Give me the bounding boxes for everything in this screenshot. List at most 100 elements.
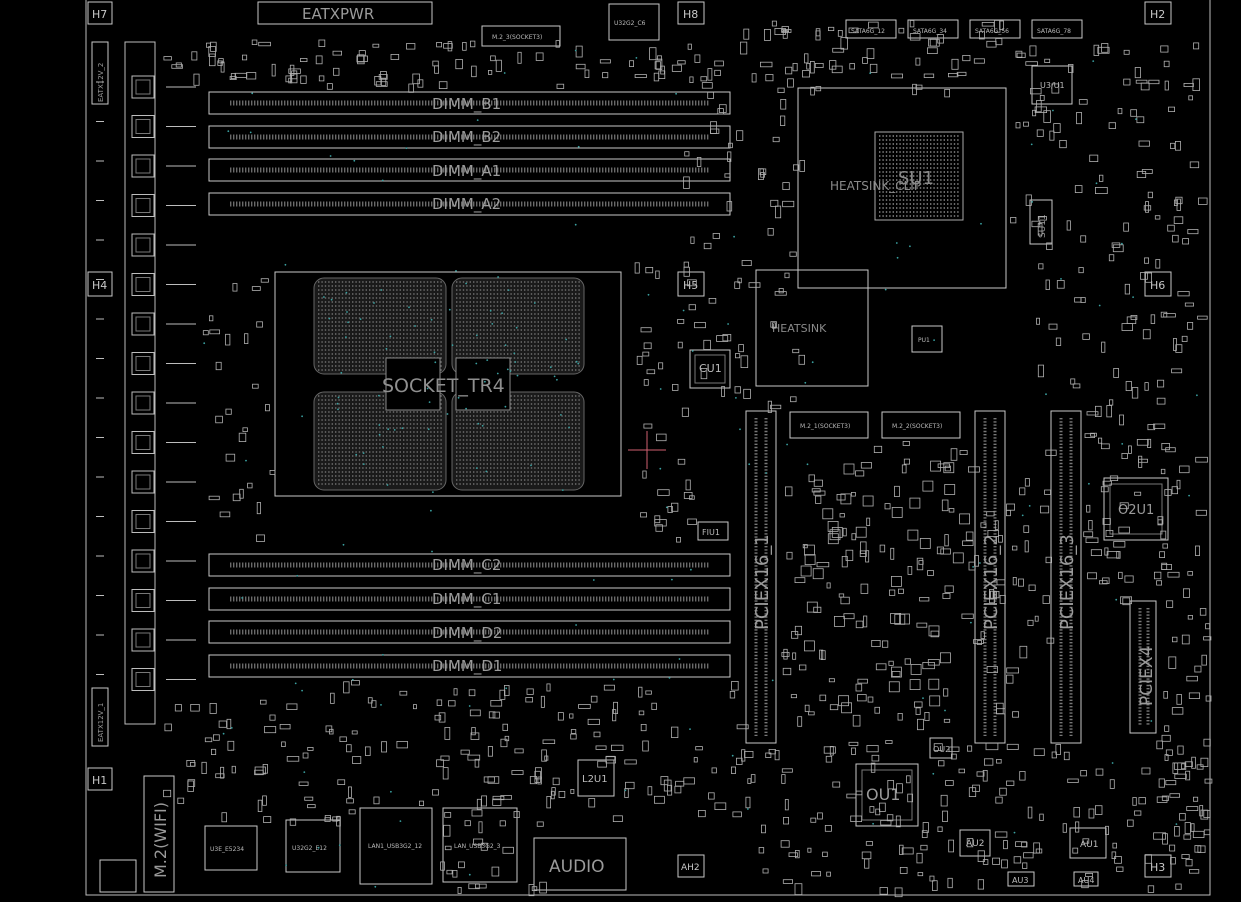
capacitor [891,666,902,678]
au3-label: AU3 [1012,876,1028,885]
via [351,678,354,681]
passive-part [985,742,999,751]
via [922,697,924,699]
passive-part [412,73,420,85]
pciex16-1-slot: PCIEX16_1 [745,410,777,744]
passive-part [981,21,995,27]
passive-part [740,355,749,368]
passive-part [1130,314,1138,320]
passive-part [782,200,795,208]
passive-part [889,589,896,596]
capacitor [891,576,902,587]
passive-part [1036,129,1044,137]
passive-part [1165,780,1177,786]
sata-78-label: SATA6G_78 [1037,28,1071,35]
passive-part [535,52,544,61]
eatx12v1-connector [91,687,109,747]
capacitor [800,565,812,577]
passive-part [1175,344,1183,353]
fiu1-label: FIU1 [702,528,720,537]
via [203,342,206,345]
passive-part [256,321,263,328]
passive-part [286,703,298,710]
passive-part [247,482,253,489]
passive-part [866,745,879,753]
passive-part [780,840,790,848]
passive-part [972,784,980,792]
passive-part [242,427,248,432]
vrm-inductor-core [135,395,151,411]
passive-part [570,729,577,734]
passive-part [1068,64,1074,73]
capacitor [822,508,834,520]
passive-part [724,173,731,178]
passive-part [1022,862,1028,869]
capacitor [894,613,906,625]
passive-part [408,83,414,93]
passive-part [980,631,985,639]
passive-part [624,759,637,765]
capacitor [843,463,855,475]
via [448,308,451,311]
passive-part [986,666,998,673]
via [405,147,408,150]
via [475,467,478,469]
via [382,446,384,448]
passive-part [517,51,522,64]
capacitor [944,484,956,495]
via [506,368,509,371]
vrm-inductor-core [135,79,151,95]
passive-part [647,786,653,796]
passive-part [920,844,928,851]
passive-part [1123,49,1130,55]
passive-part [1109,399,1114,406]
passive-part [163,56,172,61]
passive-part [495,59,502,72]
passive-part [849,63,855,70]
passive-part [866,48,875,60]
via-dots [203,49,1198,888]
via [553,375,556,378]
via [568,426,570,429]
passive-part [948,839,955,853]
passive-part [1109,475,1119,481]
passive-part [944,585,954,593]
passive-part [671,502,679,512]
passive-part [1142,329,1151,340]
passive-part [1082,333,1090,340]
passive-part [260,278,269,283]
passive-part [570,733,577,740]
passive-part [417,79,424,88]
via [432,491,434,493]
passive-part [215,415,223,424]
passive-part [814,63,824,68]
passive-part [643,379,649,386]
capacitor [827,521,839,532]
passive-part [874,706,881,714]
passive-part [251,39,258,45]
hole-h3-label: H3 [1150,861,1165,874]
passive-part [948,73,959,78]
via [574,223,577,226]
passive-part [703,242,712,250]
passive-part [209,329,221,335]
passive-part [1156,580,1162,586]
passive-part [948,746,960,752]
passive-part [286,756,300,762]
passive-part [774,27,786,35]
capacitor [834,616,845,627]
passive-part [829,60,837,70]
passive-part [781,768,793,773]
passive-part [642,351,650,357]
passive-part [1144,257,1149,264]
passive-part [191,51,198,61]
passive-part [1175,196,1183,205]
passive-part [1134,810,1142,816]
passive-part [942,593,951,599]
passive-part [643,342,652,350]
vrm-inductor-core [135,514,151,529]
passive-part [1156,397,1166,405]
passive-part [640,724,647,732]
passive-part [1147,424,1156,431]
passive-part [289,818,297,826]
